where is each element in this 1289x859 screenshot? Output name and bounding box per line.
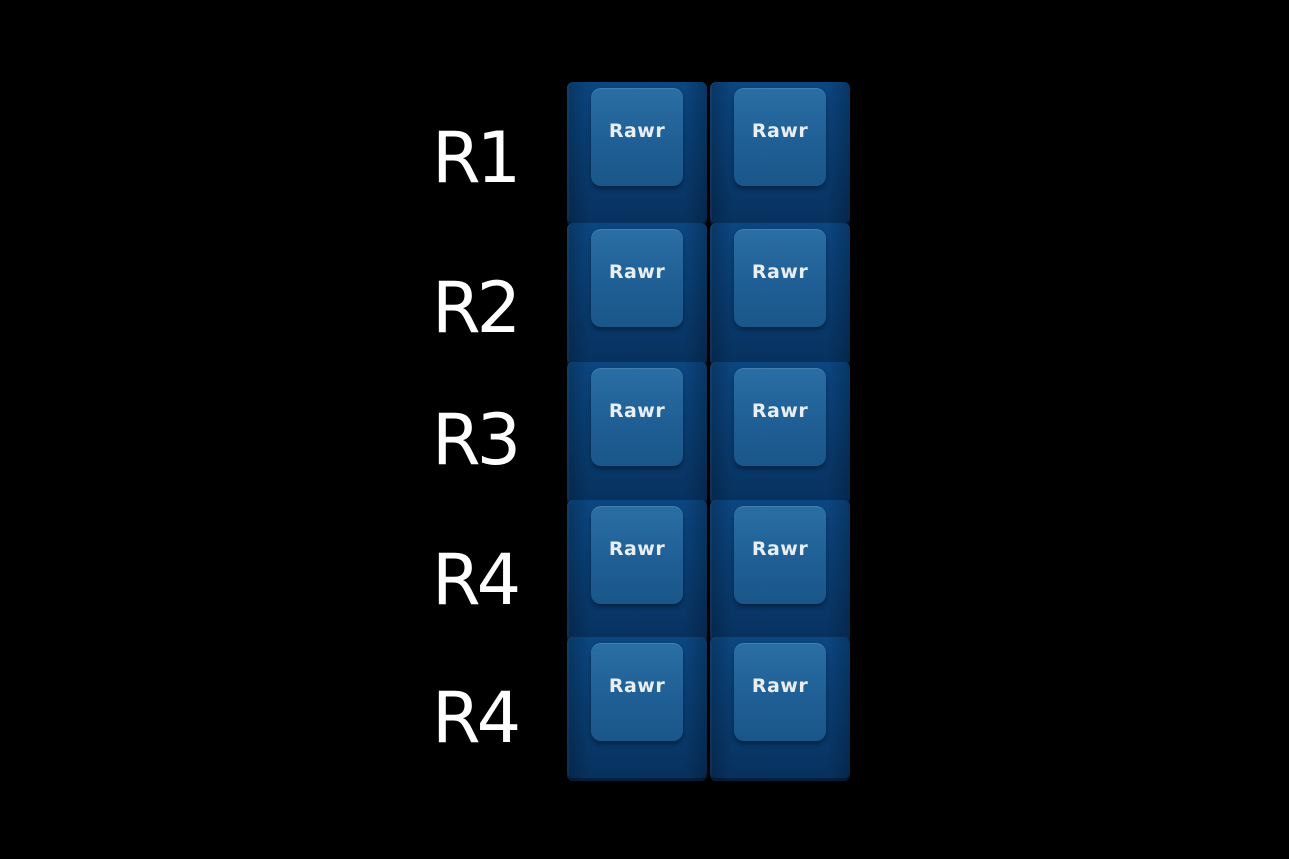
keycap-top: Rawr — [591, 368, 683, 466]
row-label-r3: R3 — [432, 399, 521, 481]
keycap-legend: Rawr — [608, 538, 666, 560]
keycap-top: Rawr — [591, 88, 683, 186]
row-label-r2: R2 — [432, 267, 521, 349]
keycap: Rawr — [710, 362, 850, 506]
keycap-legend: Rawr — [751, 675, 809, 697]
keycap-top: Rawr — [591, 506, 683, 604]
keycap-top: Rawr — [591, 229, 683, 327]
keycap: Rawr — [710, 637, 850, 781]
keycap: Rawr — [567, 223, 707, 367]
row-label-r1: R1 — [432, 117, 521, 199]
keycap-legend: Rawr — [751, 400, 809, 422]
keycap-legend: Rawr — [751, 261, 809, 283]
keycap-legend: Rawr — [608, 261, 666, 283]
keycap: Rawr — [567, 500, 707, 644]
keycap-legend: Rawr — [608, 120, 666, 142]
keycap-legend: Rawr — [751, 538, 809, 560]
row-label-r4: R4 — [432, 539, 521, 621]
keycap-legend: Rawr — [608, 675, 666, 697]
keycap-top: Rawr — [734, 88, 826, 186]
keycap: Rawr — [567, 82, 707, 226]
keycap: Rawr — [710, 82, 850, 226]
keycap-top: Rawr — [734, 368, 826, 466]
keycap: Rawr — [710, 223, 850, 367]
keycap: Rawr — [567, 362, 707, 506]
keycap-top: Rawr — [734, 643, 826, 741]
row-label-r4-second: R4 — [432, 677, 521, 759]
keycap-legend: Rawr — [751, 120, 809, 142]
keycap-top: Rawr — [734, 506, 826, 604]
keycap: Rawr — [710, 500, 850, 644]
keycap: Rawr — [567, 637, 707, 781]
keycap-top: Rawr — [734, 229, 826, 327]
keycap-top: Rawr — [591, 643, 683, 741]
keycap-legend: Rawr — [608, 400, 666, 422]
